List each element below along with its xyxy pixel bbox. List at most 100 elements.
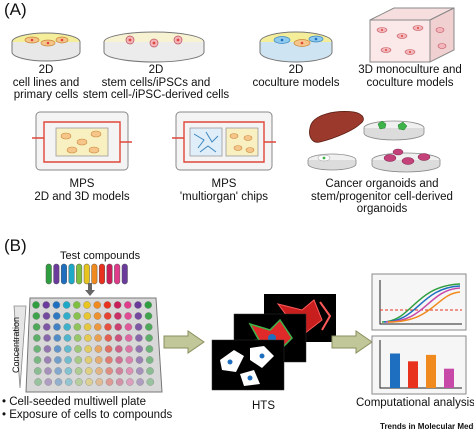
plate-well: [94, 334, 102, 342]
analysis-bar: [408, 361, 418, 388]
panel-b-label: (B): [4, 236, 27, 255]
plate-well: [105, 356, 113, 364]
plate-well: [93, 312, 102, 320]
plate-well: [134, 323, 143, 331]
plate-well: [115, 356, 123, 364]
plate-well: [64, 367, 73, 375]
caption-line: 2D and 3D models: [34, 190, 130, 203]
caption-line: stem cells/iPSCs and: [101, 76, 211, 89]
plate-well: [64, 345, 72, 353]
plate-well: [136, 378, 144, 386]
plate-well: [114, 334, 123, 342]
caption-line: stem cell-/iPSC-derived cells: [82, 89, 230, 101]
petri-dish-coculture: [259, 31, 333, 63]
plate-well: [84, 356, 93, 364]
plate-well: [53, 334, 62, 342]
plate-well: [32, 301, 40, 309]
plate-well: [145, 323, 153, 331]
mps-chip-2d-3d: [32, 111, 132, 171]
organoids-illustration: [307, 111, 441, 173]
plate-well: [135, 334, 143, 342]
caption-mps-models: MPS 2D and 3D models: [30, 178, 134, 203]
caption-line: stem/progenitor cell-derived: [311, 190, 453, 203]
caption-line: cell lines and: [12, 76, 80, 89]
cube-3d-culture: [369, 7, 455, 63]
compound-tube: [114, 263, 121, 285]
compound-tube: [98, 263, 105, 285]
plate-well: [54, 367, 63, 375]
plate-well: [64, 378, 73, 386]
plate-well: [124, 323, 133, 331]
caption-line: 3D monoculture and: [358, 64, 462, 76]
plate-well: [124, 312, 132, 320]
compound-tube: [91, 263, 98, 285]
plate-well: [42, 312, 51, 320]
plate-well: [52, 312, 61, 320]
dose-response-panel: [371, 273, 467, 331]
test-compounds-label: Test compounds: [60, 250, 141, 262]
plate-well: [33, 345, 42, 353]
plate-well: [73, 323, 82, 331]
plate-well: [63, 323, 72, 331]
plate-well: [115, 367, 124, 375]
multiwell-plate: [25, 297, 163, 393]
plate-well: [32, 312, 41, 320]
compound-tube: [53, 263, 60, 285]
plate-well: [83, 323, 92, 331]
plate-well: [104, 345, 113, 353]
plate-well: [104, 334, 113, 342]
bullet-exposure: • Exposure of cells to compounds: [2, 409, 173, 421]
plate-well: [115, 345, 123, 353]
plate-well: [145, 334, 153, 342]
plate-well: [145, 345, 154, 353]
plate-well: [54, 378, 63, 386]
caption-line: MPS: [69, 178, 95, 190]
plate-well: [94, 356, 103, 364]
hts-image-stack: [211, 294, 336, 391]
plate-well: [44, 367, 52, 375]
concentration-label: Concentration: [11, 316, 21, 374]
plate-well: [34, 378, 42, 386]
plate-well: [124, 334, 133, 342]
plate-well: [85, 378, 93, 386]
plate-well: [63, 334, 72, 342]
plate-well: [114, 312, 122, 320]
plate-well: [53, 323, 61, 331]
plate-well: [135, 356, 144, 364]
caption-cell-lines: 2D cell lines and primary cells: [0, 64, 92, 102]
compound-tube: [60, 263, 67, 285]
plate-well: [105, 378, 114, 386]
hts-label: HTS: [252, 400, 275, 412]
petri-dish-cell-lines: [11, 32, 81, 62]
caption-line: 2D: [38, 64, 54, 76]
plate-well: [75, 378, 83, 386]
plate-well: [32, 323, 41, 331]
plate-well: [94, 323, 102, 331]
caption-line: 'multiorgan' chips: [179, 190, 269, 203]
plate-well: [74, 356, 83, 364]
plate-well: [84, 345, 92, 353]
plate-well: [34, 367, 42, 375]
plate-well: [146, 367, 154, 375]
plate-well: [63, 312, 71, 320]
plate-well: [125, 345, 133, 353]
compound-tube: [121, 263, 128, 285]
caption-coculture-2d: 2D coculture models: [246, 64, 346, 89]
concentration-wedge: [13, 305, 27, 389]
plate-well: [73, 312, 81, 320]
caption-line: 2D: [288, 64, 304, 76]
plate-well: [83, 312, 92, 320]
analysis-bar: [390, 353, 400, 388]
footer-journal: Trends in Molecular Medicine: [380, 422, 474, 431]
down-arrow-icon: [85, 283, 95, 296]
plate-well: [115, 378, 124, 386]
plate-well: [114, 323, 122, 331]
plate-well: [94, 345, 103, 353]
plate-well: [113, 301, 122, 309]
plate-well: [104, 323, 112, 331]
plate-well: [146, 378, 155, 386]
plate-well: [73, 334, 82, 342]
arrow-to-hts-icon: [163, 330, 205, 354]
plate-well: [62, 301, 71, 309]
analysis-charts: [371, 273, 467, 395]
